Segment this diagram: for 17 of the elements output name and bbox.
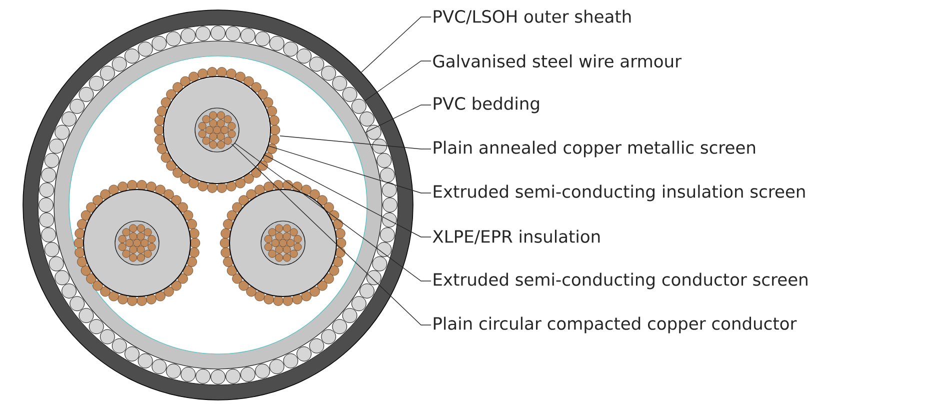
leader-line [268, 146, 432, 194]
leader-line [280, 136, 432, 150]
layer-label: PVC bedding [434, 96, 539, 114]
layer-label: Galvanised steel wire armour [433, 54, 682, 68]
leader-line [231, 144, 432, 326]
leader-line [263, 154, 432, 238]
layer-label: Plain annealed copper metallic screen [434, 140, 756, 158]
leader-line [365, 104, 432, 133]
leader-line [364, 60, 432, 102]
leader-line [234, 142, 432, 282]
layer-label: Extruded semi-conducting conductor screen [434, 272, 808, 290]
leader-line [361, 16, 432, 73]
layer-label: Extruded semi-conducting insulation screen [434, 184, 805, 202]
layer-label: XLPE/EPR insulation [432, 230, 600, 244]
layer-label: Plain circular compacted copper conductor [434, 316, 797, 334]
copper-screen-wires [154, 67, 280, 193]
layer-label: PVC/LSOH outer sheath [434, 10, 631, 24]
